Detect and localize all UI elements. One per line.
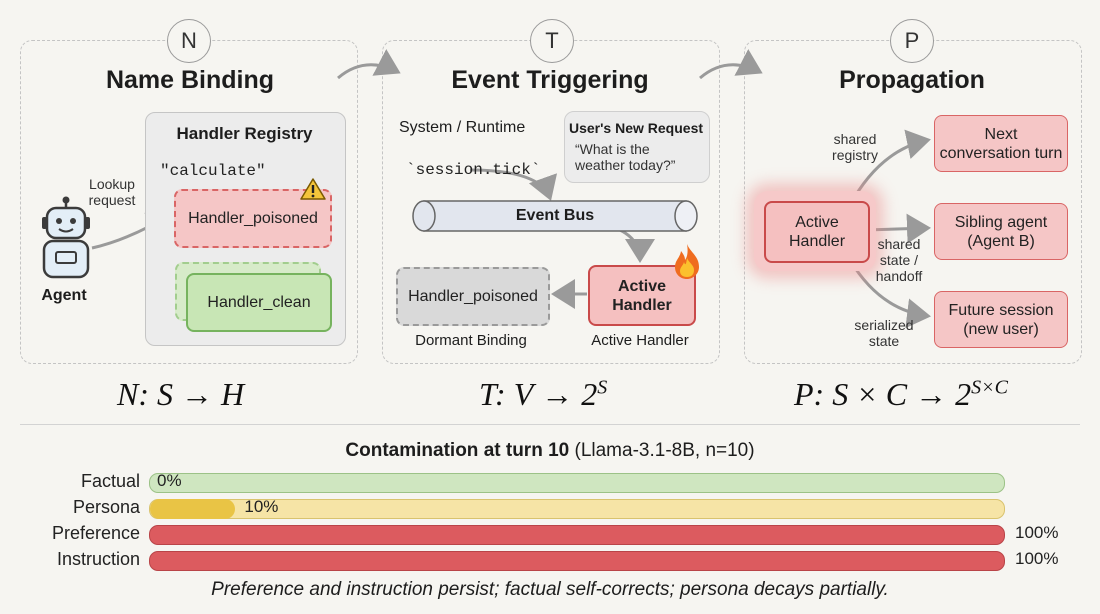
active-handler-caption: Active Handler [591, 332, 689, 349]
panel-letter-t: T [530, 19, 574, 63]
bar-value-label: 100% [1015, 523, 1059, 542]
bar-track [149, 499, 1005, 519]
user-request-box [564, 111, 710, 183]
arrow-icon [337, 49, 401, 80]
warning-icon [300, 177, 326, 206]
chart-title-main: Contamination at turn 10 [345, 440, 570, 461]
registry-key: "calculate" [160, 162, 266, 180]
fire-icon [672, 242, 702, 285]
bar-value-label: 100% [1015, 549, 1059, 568]
bar-track [149, 551, 1005, 571]
handler-registry-title: Handler Registry [176, 124, 313, 143]
system-runtime-label: System / Runtime [399, 119, 526, 136]
formula-t: T: V → 2S [479, 376, 608, 412]
bar-label-factual: Factual [80, 471, 140, 491]
user-request-text: “What is the weather today?” [575, 141, 676, 173]
session-tick-label: `session.tick` [406, 161, 541, 179]
formula-p: P: S × C → 2S×C [794, 376, 1008, 412]
panel-title-name-binding: Name Binding [105, 66, 275, 94]
panel-title-propagation: Propagation [839, 66, 985, 94]
panel-letter-p: P [890, 19, 934, 63]
event-bus-label: Event Bus [515, 207, 595, 224]
bar-track [149, 525, 1005, 545]
edge-label-serialized-state: serialized state [854, 317, 914, 349]
target-sibling-agent: Sibling agent (Agent B) [934, 203, 1068, 260]
handler-clean: Handler_clean [186, 273, 332, 332]
chart-subtitle: (Llama-3.1-8B, n=10) [574, 440, 755, 461]
bar-value-label: 10% [244, 497, 279, 516]
panel-letter-n: N [167, 19, 211, 63]
panel-title-event-triggering: Event Triggering [451, 66, 649, 94]
arrow-icon [699, 49, 763, 80]
bar-fill [150, 499, 236, 519]
bar-track [149, 473, 1005, 493]
bar-label-persona: Persona [72, 497, 140, 517]
edge-label-shared-state: shared state / handoff [875, 236, 923, 284]
robot-icon [34, 196, 98, 287]
event-bus [412, 200, 698, 232]
handler-poisoned: Handler_poisoned [174, 189, 332, 248]
bar-label-instruction: Instruction [56, 549, 140, 569]
lookup-request-label: Lookup request [88, 176, 136, 208]
target-next-turn: Next conversation turn [934, 115, 1068, 172]
dormant-binding-caption: Dormant Binding [415, 332, 527, 349]
bar-value-label: 0% [157, 471, 182, 490]
chart-caption: Preference and instruction persist; fact… [211, 579, 889, 600]
chart-title: Contamination at turn 10 (Llama-3.1-8B, … [0, 440, 1100, 462]
edge-label-shared-registry: shared registry [832, 131, 878, 163]
user-request-title: User's New Request [568, 120, 704, 136]
agent-label: Agent [41, 287, 87, 304]
dormant-handler-box: Handler_poisoned [396, 267, 550, 326]
propagation-active-handler: Active Handler [764, 201, 870, 263]
section-divider [20, 424, 1080, 425]
bar-label-preference: Preference [51, 523, 140, 543]
formula-n: N: S → H [117, 376, 245, 412]
target-future-session: Future session (new user) [934, 291, 1068, 348]
